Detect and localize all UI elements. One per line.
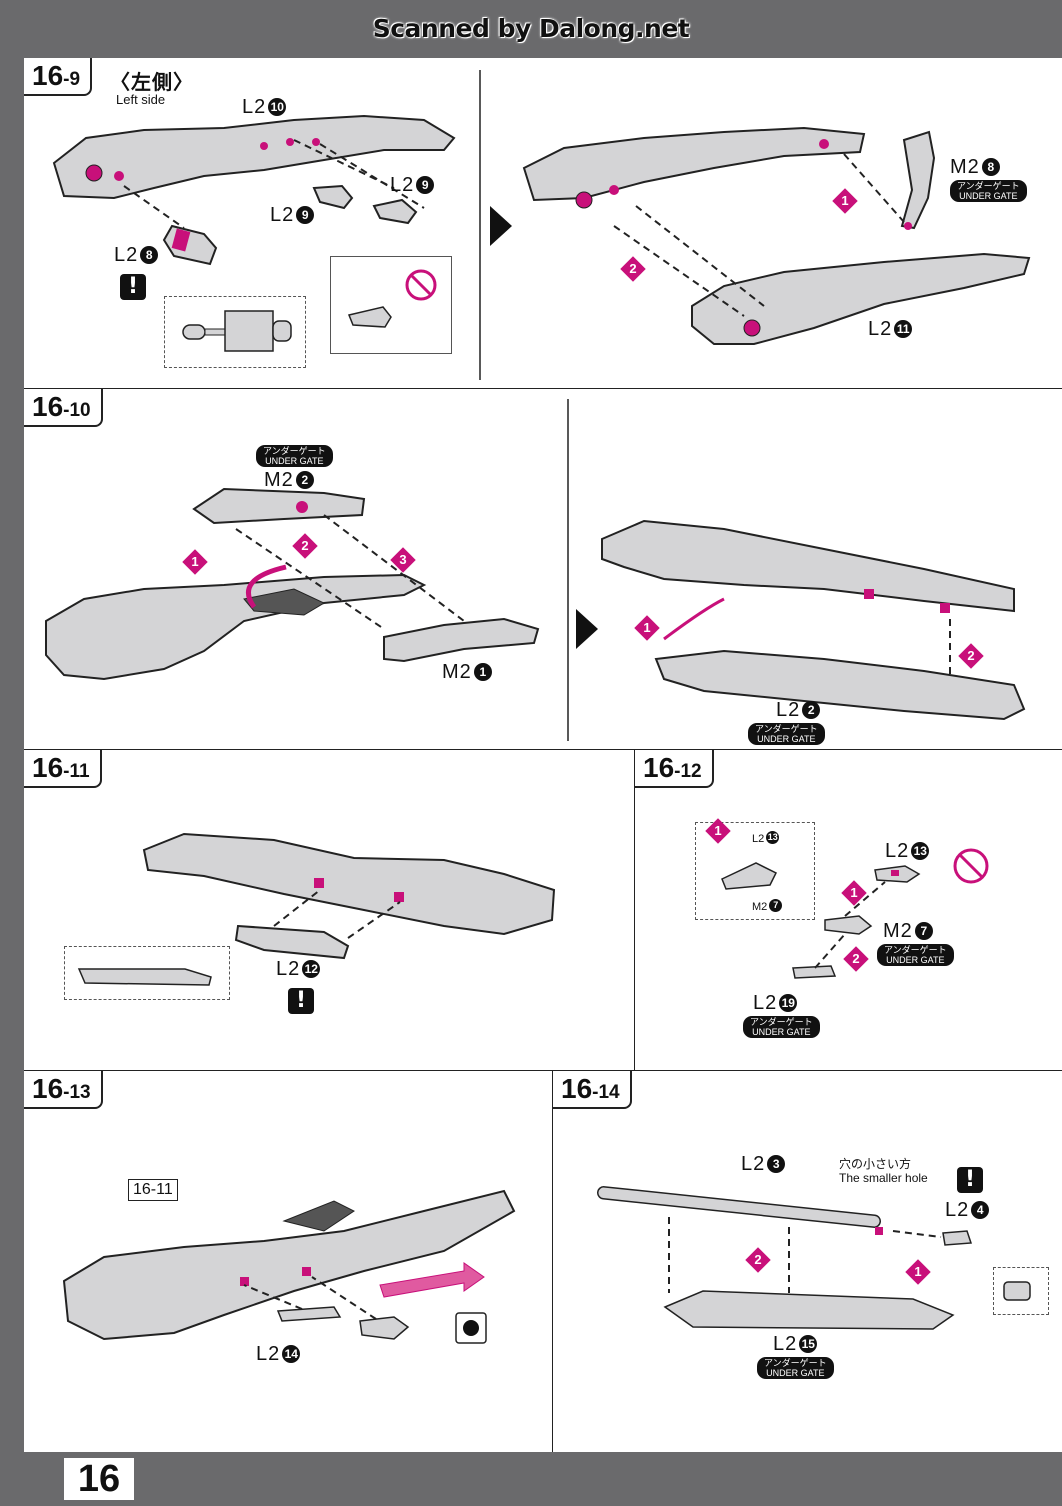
step-16-9-tag: 16-9 bbox=[24, 58, 93, 96]
barrel-main bbox=[142, 832, 556, 936]
part-detail-inset bbox=[64, 946, 230, 1000]
part-socket bbox=[359, 1316, 410, 1340]
transition-arrow bbox=[490, 206, 512, 246]
part-l2-2 bbox=[654, 649, 1026, 721]
under-gate-badge: アンダーゲート UNDER GATE bbox=[748, 723, 825, 745]
barrel-assembled bbox=[62, 1189, 516, 1341]
instruction-sheet: 16-9 〈左側〉 Left side bbox=[24, 58, 1062, 1452]
frame-part-left-left bbox=[52, 114, 456, 200]
step-16-14-tag: 16-14 bbox=[553, 1071, 632, 1109]
order-marker-1b: 1 bbox=[841, 880, 867, 906]
order-marker-1: 1 bbox=[832, 188, 858, 214]
order-marker-1b: 1 bbox=[634, 615, 660, 641]
under-gate-badge: アンダーゲート UNDER GATE bbox=[743, 1016, 820, 1038]
step-16-11-drawing bbox=[142, 832, 556, 960]
under-gate-badge: アンダーゲート UNDER GATE bbox=[950, 180, 1027, 202]
frame-part-right-top bbox=[522, 126, 866, 202]
order-marker-2b: 2 bbox=[958, 643, 984, 669]
joint-detail-inset bbox=[164, 296, 306, 368]
order-marker-1: 1 bbox=[905, 1259, 931, 1285]
order-marker-2: 2 bbox=[292, 533, 318, 559]
transition-arrow bbox=[576, 609, 598, 649]
side-label-jp: 〈左側〉 bbox=[110, 72, 194, 94]
part-l2-9-b bbox=[372, 198, 418, 225]
no-cut-inset bbox=[330, 256, 452, 354]
barrel-assembled bbox=[601, 519, 1015, 613]
smaller-hole-note-jp: 穴の小さい方 bbox=[839, 1157, 912, 1171]
divider bbox=[24, 388, 1062, 389]
under-gate-badge: アンダーゲート UNDER GATE bbox=[757, 1357, 834, 1379]
divider bbox=[24, 749, 1062, 750]
part-l2-11 bbox=[691, 252, 1031, 345]
step-16-9-panel: 16-9 〈左側〉 Left side bbox=[24, 58, 1062, 388]
reference-step-tag: 16-11 bbox=[128, 1179, 178, 1201]
step-16-12-tag: 16-12 bbox=[635, 750, 714, 788]
part-l2-8 bbox=[162, 224, 218, 266]
part-l2-3 bbox=[596, 1186, 882, 1228]
smaller-hole-note-en: The smaller hole bbox=[839, 1171, 928, 1185]
step-16-10-drawing bbox=[45, 399, 1026, 741]
step-16-12-drawing bbox=[792, 848, 989, 979]
step-16-13-tag: 16-13 bbox=[24, 1071, 103, 1109]
order-marker-3: 3 bbox=[390, 547, 416, 573]
divider bbox=[634, 750, 635, 1070]
part-m2-7 bbox=[824, 915, 873, 935]
side-label-en: Left side bbox=[116, 92, 166, 107]
order-marker-2: 2 bbox=[843, 946, 869, 972]
step-16-11-tag: 16-11 bbox=[24, 750, 102, 788]
caution-icon: ! bbox=[120, 274, 146, 300]
divider bbox=[552, 1071, 553, 1452]
order-marker-2: 2 bbox=[745, 1247, 771, 1273]
caution-icon: ! bbox=[957, 1167, 983, 1193]
part-detail-inset bbox=[993, 1267, 1049, 1315]
part-m2-8 bbox=[900, 130, 936, 230]
under-gate-badge: アンダーゲート UNDER GATE bbox=[256, 445, 333, 467]
divider bbox=[24, 1070, 1062, 1071]
caution-icon: ! bbox=[288, 988, 314, 1014]
part-l2-14 bbox=[276, 1306, 342, 1322]
step-16-14-drawing bbox=[596, 1186, 973, 1330]
barrel-main bbox=[45, 573, 427, 681]
page-number: 16 bbox=[64, 1458, 134, 1500]
order-marker-1: 1 bbox=[182, 549, 208, 575]
part-l2-19 bbox=[792, 965, 837, 979]
part-l2-4 bbox=[942, 1230, 973, 1246]
step-16-10-tag: 16-10 bbox=[24, 389, 103, 427]
part-m2-2 bbox=[192, 487, 366, 525]
scan-watermark: Scanned by Dalong.net bbox=[372, 14, 690, 43]
step-16-9-drawing bbox=[52, 70, 1031, 380]
part-l2-15 bbox=[663, 1290, 955, 1330]
part-l2-12 bbox=[234, 924, 350, 960]
part-m2-1 bbox=[383, 617, 540, 663]
order-marker-2: 2 bbox=[620, 256, 646, 282]
part-l2-9-a bbox=[312, 184, 354, 210]
step-16-13-drawing bbox=[62, 1189, 516, 1344]
under-gate-badge: アンダーゲート UNDER GATE bbox=[877, 944, 954, 966]
